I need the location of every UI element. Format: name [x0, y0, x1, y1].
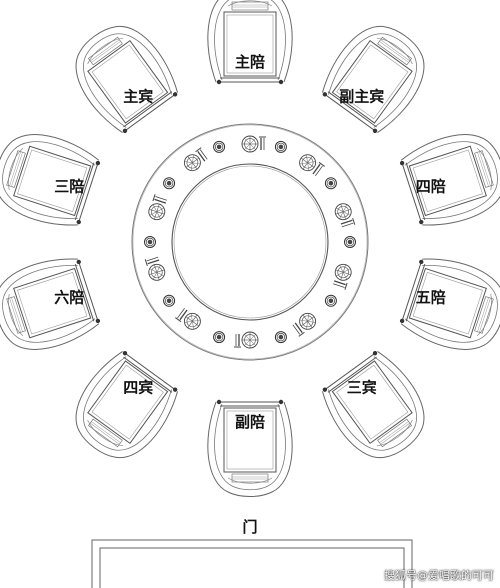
seat-label-main-guest: 主宾 [123, 87, 153, 105]
place-setting [241, 135, 267, 153]
place-setting [233, 331, 259, 349]
watermark: 搜狐号@爱唱歌的可可 [384, 569, 494, 582]
side-plate [324, 177, 337, 190]
chair-main-guest: 主宾 [59, 10, 186, 140]
side-plate [213, 331, 226, 344]
chair-deputy-main-guest: 副主宾 [314, 10, 441, 140]
chair-fifth-host: 五陪 [396, 250, 500, 362]
side-plate [274, 140, 287, 153]
round-table [131, 123, 369, 361]
side-plate [163, 177, 176, 190]
place-setting [180, 146, 211, 175]
seat-label-fourth-host: 四陪 [416, 177, 446, 195]
place-setting [289, 309, 320, 338]
side-plate [144, 236, 156, 248]
seat-label-fifth-host: 五陪 [416, 289, 446, 307]
table-settings [143, 135, 357, 349]
chair-main-host: 主陪 [207, 0, 293, 85]
table-outer-edge [131, 123, 369, 361]
side-plate [344, 236, 356, 248]
place-setting [295, 150, 326, 180]
chair-third-guest: 三宾 [314, 344, 441, 474]
seat-label-third-host: 三陪 [54, 177, 84, 195]
chair-fourth-host: 四陪 [396, 122, 500, 234]
place-setting [329, 261, 354, 291]
chair-fourth-guest: 四宾 [59, 344, 186, 474]
seat-label-main-host: 主陪 [235, 53, 265, 71]
chair-third-host: 三陪 [0, 122, 104, 234]
chair-deputy-host: 副陪 [207, 399, 293, 497]
place-setting [146, 193, 171, 223]
side-plate [324, 294, 337, 307]
place-setting [143, 253, 168, 284]
seat-label-fourth-guest: 四宾 [123, 379, 153, 397]
door-label: 门 [242, 518, 257, 536]
seat-label-deputy-host: 副陪 [235, 413, 265, 431]
chair-sixth-host: 六陪 [0, 250, 104, 362]
seat-label-third-guest: 三宾 [347, 379, 377, 397]
side-plate [274, 331, 287, 344]
lazy-susan [171, 163, 329, 321]
place-setting [332, 200, 357, 231]
door: 门 [91, 518, 413, 588]
seat-label-sixth-host: 六陪 [54, 289, 84, 307]
seat-label-deputy-main-guest: 副主宾 [339, 87, 384, 105]
side-plate [213, 140, 226, 153]
side-plate [163, 294, 176, 307]
place-setting [174, 304, 205, 334]
